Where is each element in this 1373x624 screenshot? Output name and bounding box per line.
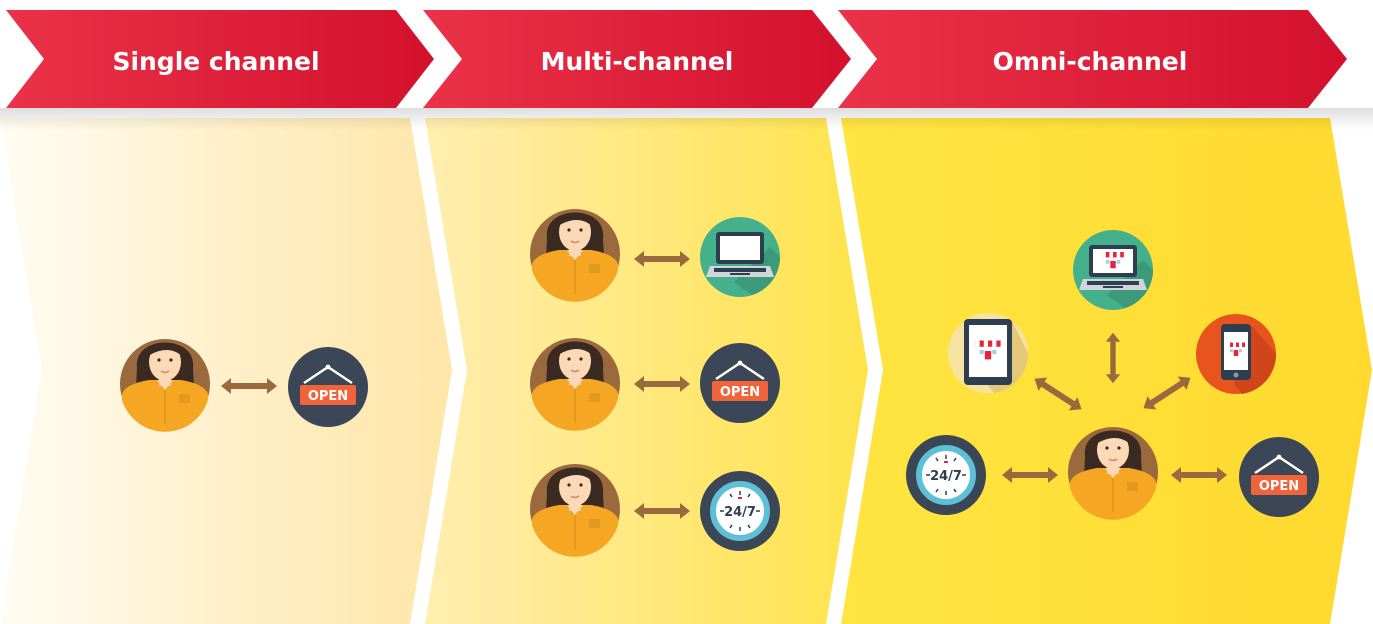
svg-text:OPEN: OPEN	[720, 385, 760, 400]
banner-shadow	[0, 108, 1373, 130]
svg-text:24/7: 24/7	[930, 469, 962, 484]
svg-text:OPEN: OPEN	[308, 389, 348, 404]
open-sign-icon: OPEN	[286, 345, 370, 429]
tablet-shop-icon	[948, 313, 1028, 393]
banner-single-channel	[6, 10, 434, 108]
customer-avatar	[529, 463, 621, 558]
clock-24-7-icon: 24/7	[906, 435, 986, 515]
open-sign-icon: OPEN	[698, 341, 782, 425]
customer-avatar	[529, 208, 621, 303]
banner-omni-channel	[838, 10, 1347, 108]
laptop-shop-icon	[1073, 230, 1153, 310]
customer-avatar	[119, 338, 211, 433]
open-sign-icon: OPEN	[1237, 435, 1321, 519]
customer-avatar	[1067, 426, 1159, 521]
panel-multi-channel	[425, 118, 868, 624]
stage-title-single: Single channel	[112, 47, 319, 76]
stage-title-multi: Multi-channel	[541, 47, 734, 76]
laptop-icon	[700, 217, 780, 297]
banner-multi-channel	[423, 10, 851, 108]
svg-text:24/7: 24/7	[724, 505, 756, 520]
stage-title-omni: Omni-channel	[993, 47, 1188, 76]
svg-text:OPEN: OPEN	[1259, 479, 1299, 494]
phone-shop-icon	[1196, 314, 1276, 394]
panel-single-channel	[0, 118, 452, 624]
clock-24-7-icon: 24/7	[700, 471, 780, 551]
panel-omni-channel	[841, 118, 1372, 624]
customer-avatar	[529, 337, 621, 432]
